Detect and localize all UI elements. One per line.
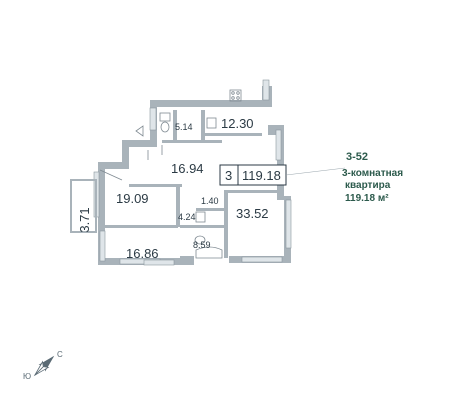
room-area-bedroom-1: 19.09 <box>116 191 149 206</box>
compass-icon <box>33 355 55 377</box>
apartment-type-line1: 3-комнатная <box>342 168 403 179</box>
compass-north: С <box>57 350 63 359</box>
fixtures <box>99 89 242 259</box>
apartment-number: 3-52 <box>346 151 368 163</box>
badge-total: 119.18 <box>242 168 281 183</box>
room-area-bath-top: 5.14 <box>175 122 193 132</box>
room-area-wc: 1.40 <box>201 196 219 206</box>
room-area-bathroom: 8.59 <box>193 240 211 250</box>
apartment-type-line2: квартира <box>345 180 391 191</box>
compass-south: Ю <box>23 372 31 381</box>
room-area-kitchen: 12.30 <box>221 116 254 131</box>
room-area-living: 33.52 <box>236 206 269 221</box>
balcony-frame <box>70 179 97 233</box>
room-area-corridor: 4.24 <box>178 212 196 222</box>
badge-rooms: 3 <box>225 168 232 183</box>
windows <box>93 79 292 266</box>
callout-leader <box>285 167 346 176</box>
room-area-balcony: 3.71 <box>77 207 92 232</box>
room-area-bedroom-2: 16.86 <box>126 246 159 261</box>
apartment-area: 119.18 м² <box>345 193 389 204</box>
room-area-hall: 16.94 <box>171 161 204 176</box>
